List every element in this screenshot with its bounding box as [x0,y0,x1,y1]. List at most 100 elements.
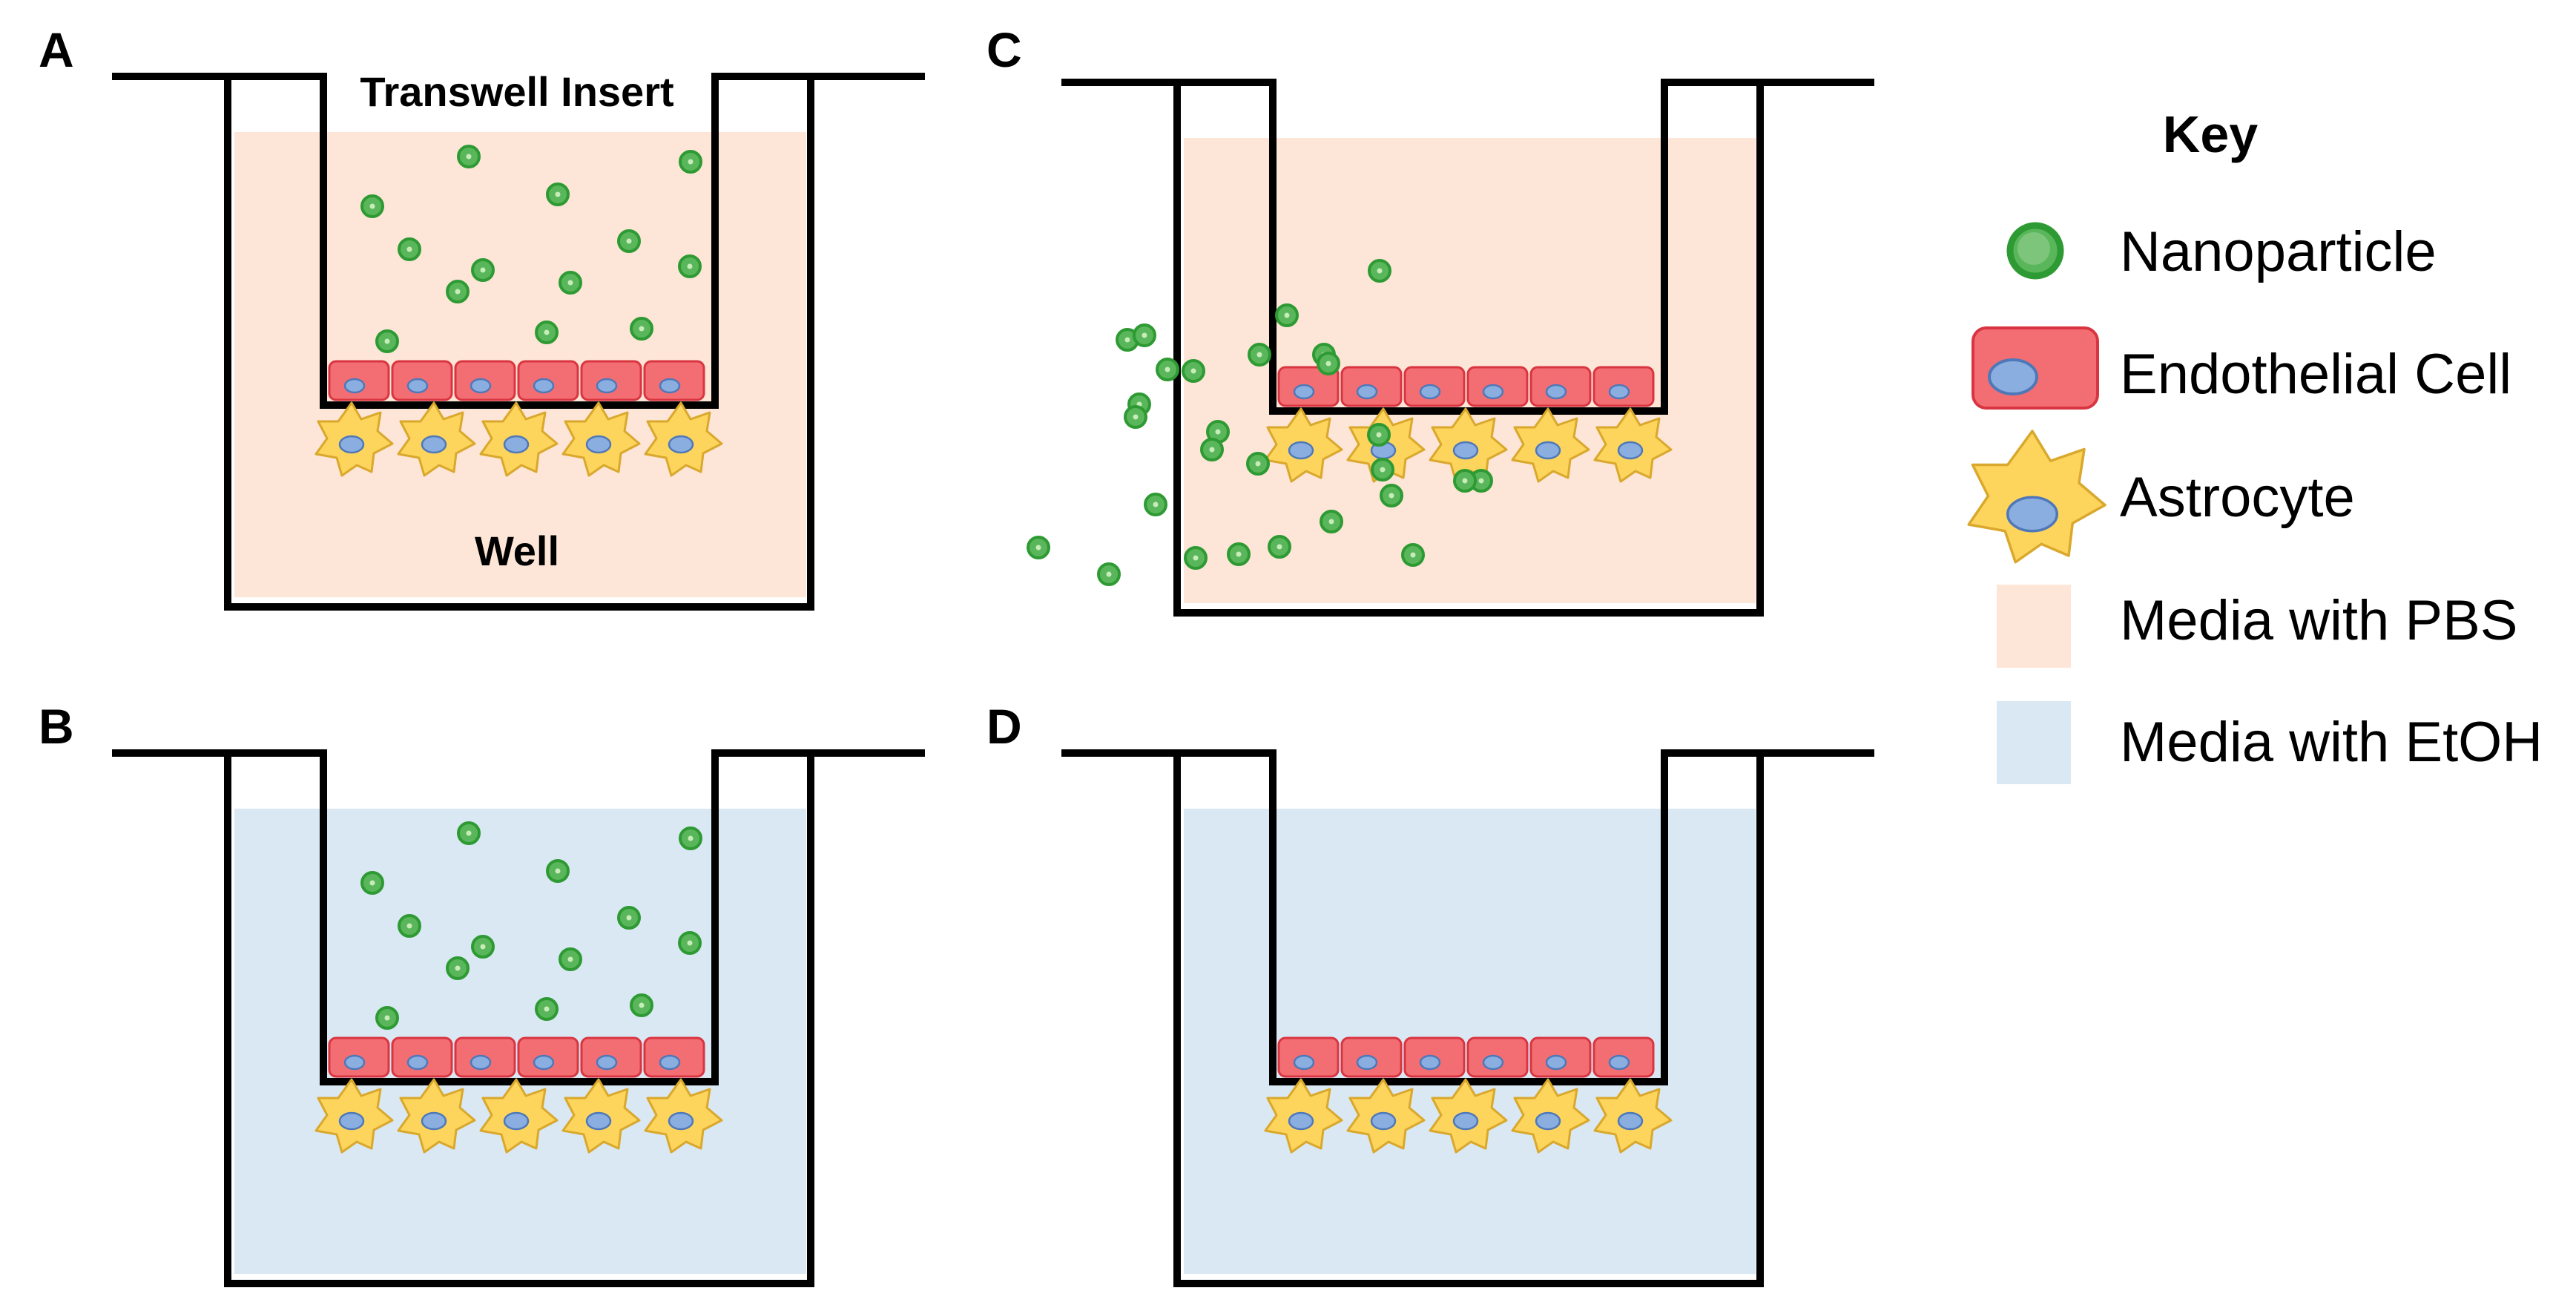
endothelial-cell [454,1036,516,1078]
key-media-pbs-label: Media with PBS [2120,589,2517,652]
nanoparticle [398,237,421,261]
nanoparticle [446,280,470,303]
endothelial-cell [643,1036,705,1078]
nanoparticle [679,150,702,174]
endothelial-cell [1403,1036,1466,1078]
key-endothelial-cell-label: Endothelial Cell [2120,343,2511,406]
nanoparticle [360,194,384,218]
nanoparticle [559,947,582,971]
nanoparticle [1200,438,1224,461]
endothelial-cell [643,360,705,401]
well-outline [224,753,814,1287]
endothelial-cell [1340,366,1403,407]
endothelial-cell [1340,1036,1403,1078]
nanoparticle [375,1006,399,1030]
nanoparticle [1246,452,1270,476]
panel-b: B [39,699,925,1287]
nanoparticle [1367,423,1391,447]
endothelial-cell [580,360,642,401]
key-media-pbs-swatch [1997,585,2071,668]
nanoparticle [471,935,495,959]
panel-d: D [986,323,1874,1287]
key-item-nanoparticle: Nanoparticle [2006,220,2437,283]
nanoparticle [546,859,570,883]
nanoparticle [1097,562,1121,586]
key-astrocyte-symbol [1967,430,2106,564]
nanoparticle [1184,546,1208,570]
key-legend: Key Nanoparticle Endothelial Cell Astroc… [1967,105,2543,784]
nanoparticle [1248,343,1271,367]
nanoparticle [457,821,481,845]
nanoparticle [1371,458,1394,482]
transwell-insert-outline [112,73,925,409]
panel-d-letter: D [986,699,1022,754]
nanoparticle [1144,493,1167,516]
panel-c-diagram [1061,79,1874,617]
key-nanoparticle-label: Nanoparticle [2120,220,2437,283]
nanoparticle [1027,536,1050,559]
endothelial-cell [1529,1036,1592,1078]
well-outline [224,76,814,611]
nanoparticle [679,826,702,850]
nanoparticle [360,871,384,895]
key-nanoparticle-symbol [2006,222,2064,280]
endothelial-cell [391,360,453,401]
endothelial-cell [328,360,390,401]
nanoparticle [617,229,641,253]
nanoparticle [546,183,570,206]
endothelial-cell [580,1036,642,1078]
transwell-insert-label: Transwell Insert [360,68,673,115]
nanoparticle [1156,358,1179,381]
key-media-etoh-label: Media with EtOH [2120,711,2543,774]
nanoparticle [1368,259,1391,283]
panel-a: A [39,22,925,611]
endothelial-cell [1592,366,1655,407]
endothelial-cell [391,1036,453,1078]
transwell-insert-outline [112,749,925,1085]
endothelial-cell [1277,1036,1340,1078]
key-title: Key [2163,105,2258,163]
key-endothelial-cell-symbol [1971,326,2099,410]
endothelial-cell [1466,1036,1529,1078]
nanoparticle [1124,405,1147,429]
nanoparticle [1380,484,1403,507]
transwell-insert-outline [1061,749,1874,1085]
key-item-media-pbs: Media with PBS [1997,585,2517,668]
endothelial-cell [517,1036,579,1078]
nanoparticle [1275,303,1299,327]
panel-a-diagram [112,73,925,611]
well-outline [1173,753,1764,1287]
nanoparticle [559,271,582,295]
nanoparticle [457,145,481,168]
nanoparticle [1268,535,1291,559]
nanoparticle [1401,543,1425,567]
key-media-etoh-swatch [1997,701,2071,784]
well-outline [1173,82,1764,617]
panel-c: C [986,22,1874,617]
nanoparticle [375,329,399,353]
key-item-endothelial-cell: Endothelial Cell [1971,326,2511,410]
panel-c-letter: C [986,22,1022,77]
nanoparticle [617,906,641,930]
nanoparticle [1227,542,1251,566]
nanoparticle [471,258,495,282]
endothelial-cell [1529,366,1592,407]
nanoparticle [1317,352,1340,375]
endothelial-cell [1403,366,1466,407]
nanoparticle [1320,510,1343,533]
key-item-astrocyte: Astrocyte [1967,430,2355,564]
nanoparticle [630,317,653,341]
endothelial-cell [454,360,516,401]
panel-a-letter: A [39,22,74,77]
nanoparticle [1133,323,1156,347]
nanoparticle [446,956,470,980]
panel-b-letter: B [39,699,74,754]
nanoparticle [1182,359,1205,383]
endothelial-cell [1592,1036,1655,1078]
endothelial-cell [517,360,579,401]
panel-b-diagram [112,749,925,1287]
nanoparticle [535,321,559,344]
nanoparticle [630,993,653,1017]
well-label: Well [475,528,559,574]
